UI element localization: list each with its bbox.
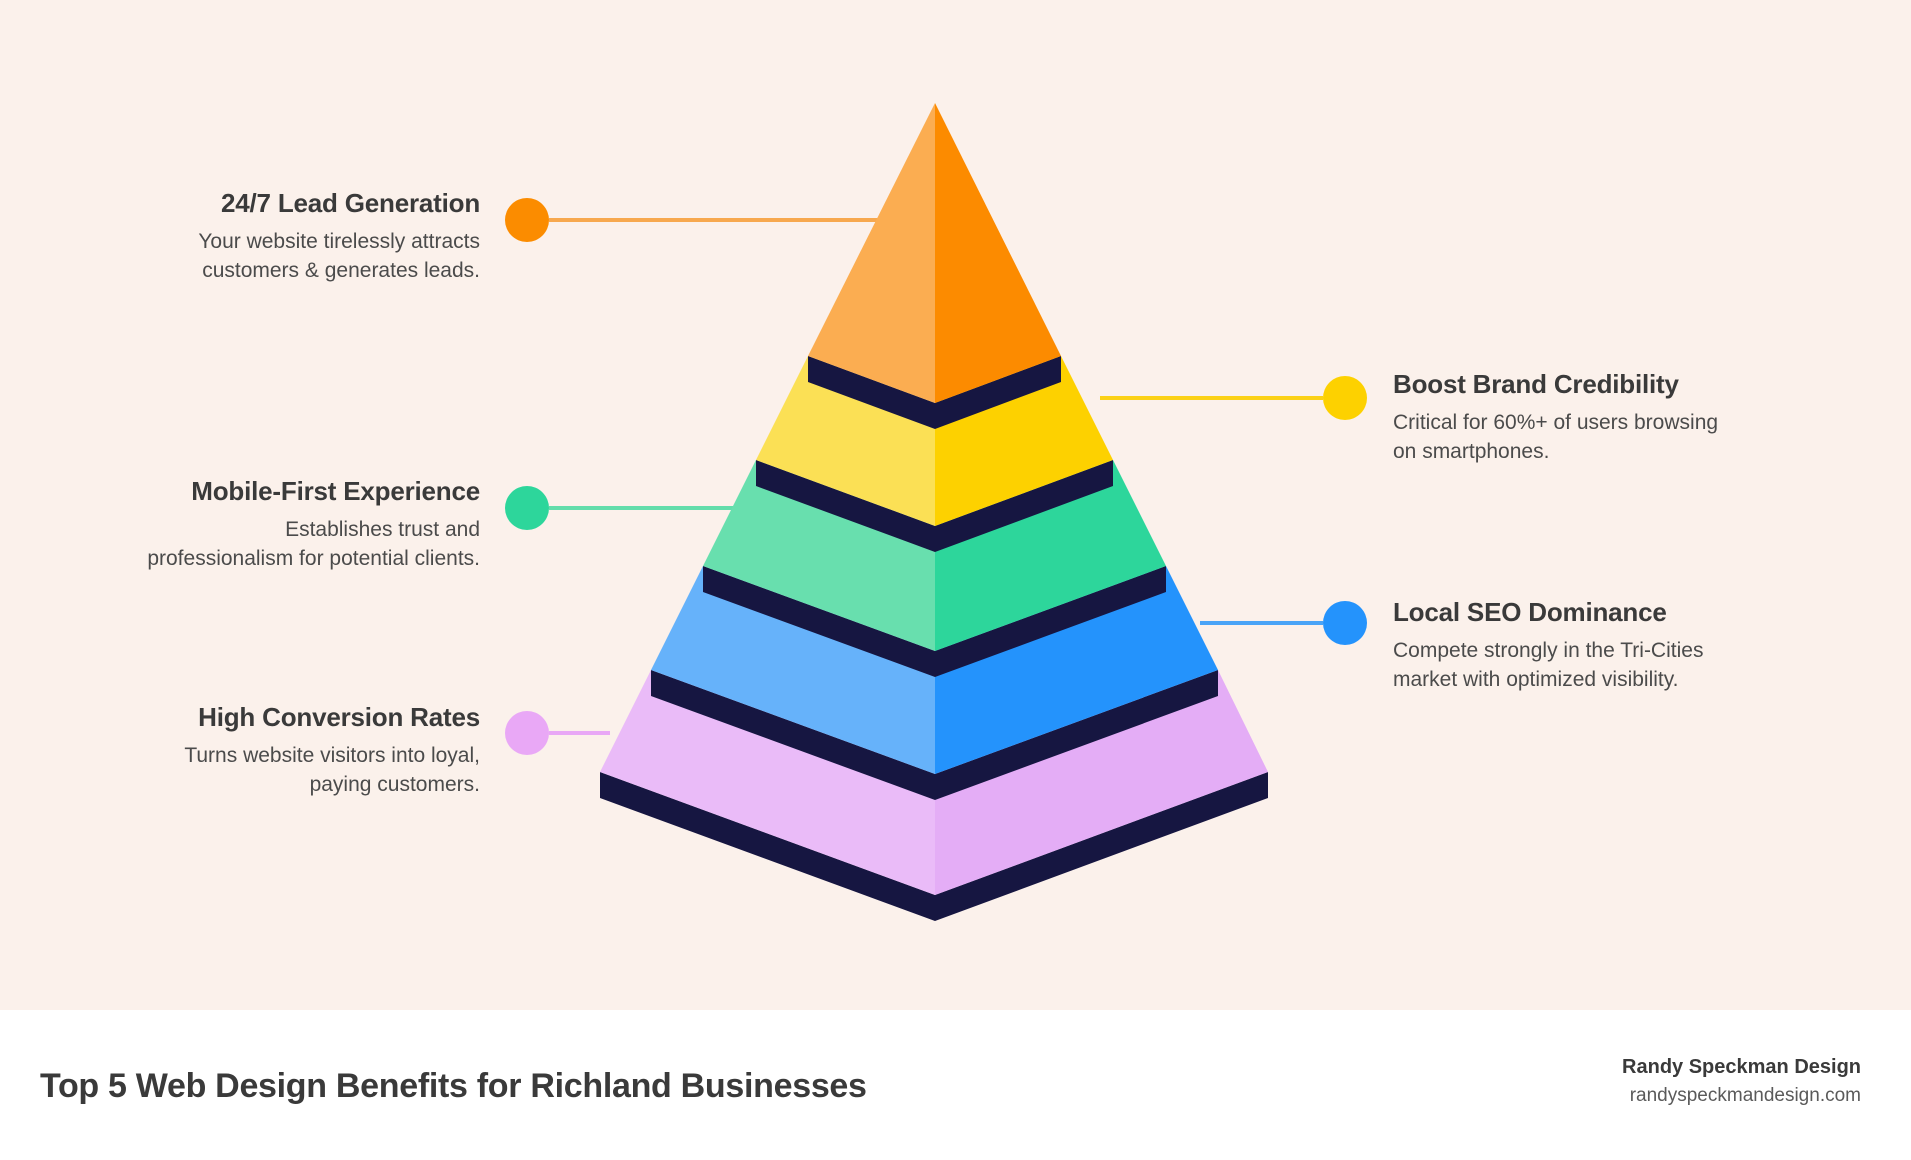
tier-bottom-face-left [600,670,935,895]
callout-description-conversion-rates: Turns website visitors into loyal, payin… [184,743,480,796]
callout-title-mobile-first: Mobile-First Experience [191,476,480,506]
pyramid-tier-bottom[interactable] [600,670,1268,921]
tier-top-face-left [808,103,935,403]
tier-lower-middle-face-left [651,566,935,774]
tier-top-face-right [935,103,1061,403]
brand-block[interactable]: Randy Speckman Design randyspeckmandesig… [1622,1052,1861,1111]
connector-dot-brand-credibility[interactable] [1323,376,1367,420]
tier-bottom-face-right [935,670,1268,895]
tier-lower-middle-separator [651,670,1218,800]
callout-description-mobile-first: Establishes trust and professionalism fo… [147,517,480,570]
tier-upper-middle-separator [756,460,1113,552]
footer-bar: Top 5 Web Design Benefits for Richland B… [0,1010,1911,1160]
connector-dots [505,198,1367,755]
callout-title-brand-credibility: Boost Brand Credibility [1393,369,1679,399]
tier-middle-separator [703,566,1166,677]
tier-lower-middle-face-right [935,566,1218,774]
callout-lead-generation[interactable]: 24/7 Lead Generation Your website tirele… [140,188,480,286]
callout-description-brand-credibility: Critical for 60%+ of users browsing on s… [1393,410,1719,463]
tier-bottom-separator [600,772,1268,921]
callout-local-seo[interactable]: Local SEO Dominance Compete strongly in … [1393,597,1733,695]
connector-dot-lead-generation[interactable] [505,198,549,242]
callout-title-lead-generation: 24/7 Lead Generation [221,188,480,218]
connector-dot-local-seo[interactable] [1323,601,1367,645]
callout-title-local-seo: Local SEO Dominance [1393,597,1667,627]
callout-description-lead-generation: Your website tirelessly attracts custome… [198,229,480,282]
callout-description-local-seo: Compete strongly in the Tri-Cities marke… [1393,638,1704,691]
page-title: Top 5 Web Design Benefits for Richland B… [40,1067,867,1105]
callout-brand-credibility[interactable]: Boost Brand Credibility Critical for 60%… [1393,369,1723,467]
connector-dot-conversion-rates[interactable] [505,711,549,755]
callout-mobile-first[interactable]: Mobile-First Experience Establishes trus… [140,476,480,574]
callout-conversion-rates[interactable]: High Conversion Rates Turns website visi… [140,702,480,800]
brand-name: Randy Speckman Design [1622,1056,1861,1078]
connector-lines [549,218,1323,735]
pyramid-tier-lower-middle[interactable] [651,566,1218,800]
pyramid-tier-top[interactable] [808,103,1061,429]
callout-title-conversion-rates: High Conversion Rates [198,702,480,732]
tier-top-separator [808,356,1061,429]
pyramid-chart [505,103,1367,921]
connector-dot-mobile-first[interactable] [505,486,549,530]
brand-url: randyspeckmandesign.com [1629,1085,1861,1106]
